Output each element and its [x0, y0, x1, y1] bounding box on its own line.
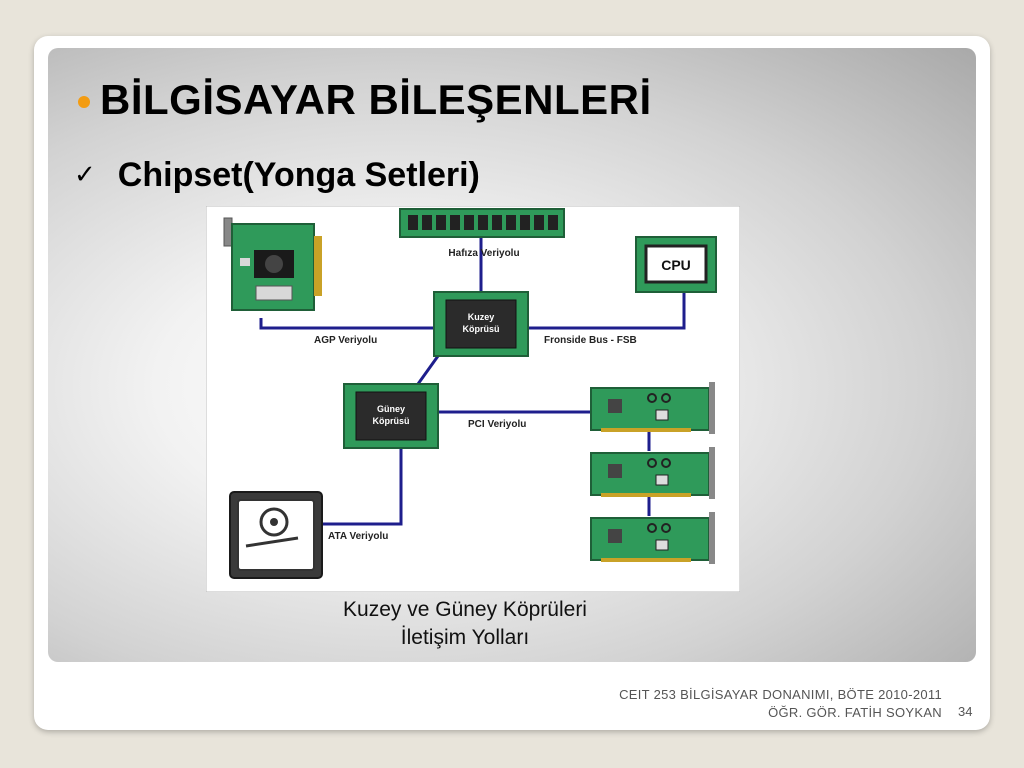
north-bridge-label-line2: Köprüsü [463, 324, 500, 334]
agp-bus-line [259, 318, 434, 330]
footer-course: CEIT 253 BİLGİSAYAR DONANIMI, BÖTE 2010-… [619, 687, 942, 702]
subtitle-row: ✓ Chipset(Yonga Setleri) [74, 150, 480, 200]
pci-card-icon [590, 382, 715, 434]
ata-bus-line [321, 446, 403, 526]
cpu-chip-icon [635, 236, 717, 293]
fsb-bus-line [528, 290, 686, 330]
fsb-bus-label: Fronside Bus - FSB [544, 335, 637, 346]
page-number: 34 [958, 704, 973, 719]
bullet-dot-icon [78, 96, 90, 108]
memory-module-icon [399, 208, 565, 238]
diagram-caption: Kuzey ve Güney Köprüleri İletişim Yollar… [240, 596, 690, 652]
chipset-diagram: Hafıza Veriyolu AGP Veriyolu CPU Fronsid… [206, 206, 740, 592]
caption-line-2: İletişim Yolları [400, 626, 530, 649]
slide-title: BİLGİSAYAR BİLEŞENLERİ [100, 76, 652, 123]
ata-bus-label: ATA Veriyolu [328, 531, 388, 542]
slide-subtitle: Chipset(Yonga Setleri) [117, 155, 480, 194]
caption-line-1: Kuzey ve Güney Köprüleri [343, 598, 587, 621]
pci-card-icon [590, 447, 715, 499]
memory-bus-label: Hafıza Veriyolu [448, 248, 519, 259]
south-bridge-label-line2: Köprüsü [373, 416, 410, 426]
hard-disk-icon [229, 491, 323, 579]
north-bridge-chip-icon [433, 291, 529, 357]
north-bridge-label-line1: Kuzey [468, 312, 495, 322]
slide-footer: CEIT 253 BİLGİSAYAR DONANIMI, BÖTE 2010-… [619, 686, 942, 722]
title-row: BİLGİSAYAR BİLEŞENLERİ [78, 72, 652, 128]
south-bridge-label-line1: Güney [377, 404, 405, 414]
footer-instructor: ÖĞR. GÖR. FATİH SOYKAN [768, 705, 942, 720]
agp-bus-label: AGP Veriyolu [314, 335, 377, 346]
bridge-link-line [416, 355, 440, 385]
cpu-label: CPU [661, 257, 691, 273]
pci-bus-label: PCI Veriyolu [468, 419, 526, 430]
south-bridge-chip-icon [343, 383, 439, 449]
agp-card-icon [223, 217, 322, 311]
checkmark-icon: ✓ [74, 160, 96, 190]
pci-card-icon [590, 512, 715, 564]
bus-lines [259, 238, 686, 526]
